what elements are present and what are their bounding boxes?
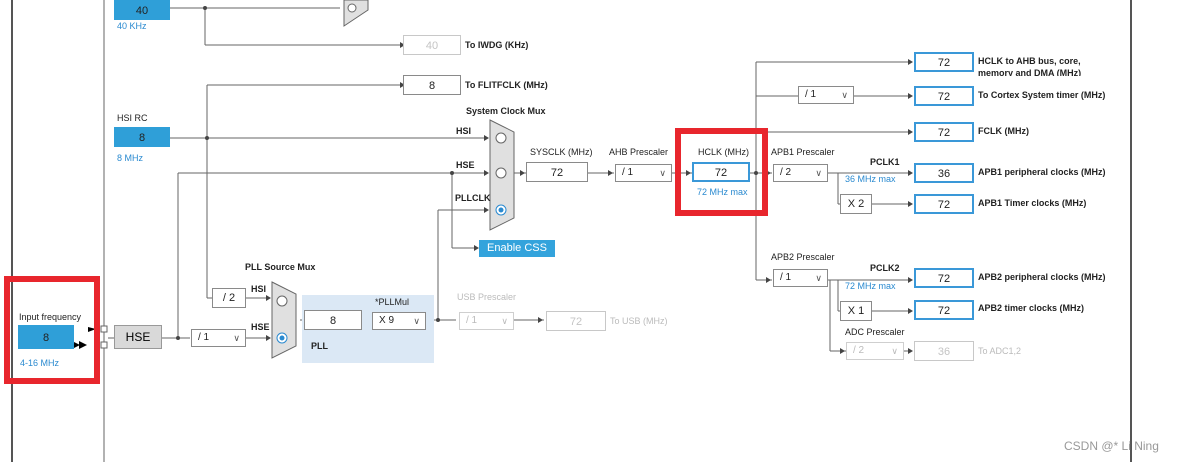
input-frequency-label: Input frequency — [19, 312, 82, 322]
pclk1-label: PCLK1 — [870, 157, 900, 167]
ahb-prescaler-label: AHB Prescaler — [609, 147, 669, 157]
pll-mul-value: X 9 — [379, 315, 395, 326]
pll-src-hsi-label: HSI — [251, 284, 267, 294]
hsi-rc-value-box[interactable]: 8 — [114, 127, 170, 147]
chevron-down-icon: ∨ — [841, 90, 848, 100]
chevron-down-icon: ∨ — [413, 316, 420, 326]
apb1-prescaler-value: / 2 — [780, 167, 792, 178]
hse-divider-value: / 1 — [198, 332, 210, 343]
lsi-value-box[interactable]: 40 — [114, 0, 170, 20]
apb1-prescaler-select[interactable]: / 2 ∨ — [773, 164, 828, 182]
pll-title: PLL — [311, 341, 328, 351]
cortex-divider-select[interactable]: / 1 ∨ — [798, 86, 854, 104]
adc-label: To ADC1,2 — [978, 346, 1022, 356]
sysmux-hse-label: HSE — [456, 160, 475, 170]
apb2-prescaler-value: / 1 — [780, 272, 792, 283]
hsi-divider: / 2 — [212, 288, 246, 308]
hse-block: HSE — [114, 325, 162, 349]
enable-css-button[interactable]: Enable CSS — [479, 240, 555, 257]
adc-value-box: 36 — [914, 341, 974, 361]
output-apb2-timer-label: APB2 timer clocks (MHz) — [978, 303, 1085, 313]
output-apb2-periph-box[interactable]: 72 — [914, 268, 974, 288]
output-cortex-label: To Cortex System timer (MHz) — [978, 90, 1106, 100]
apb1-timer-mult: X 2 — [840, 194, 872, 214]
output-fclk-label: FCLK (MHz) — [978, 126, 1029, 136]
hsi-rc-unit: 8 MHz — [117, 153, 144, 163]
watermark: CSDN @* Li Ning — [1064, 439, 1159, 453]
output-hclk-ahb-box[interactable]: 72 — [914, 52, 974, 72]
chevron-down-icon: ∨ — [233, 333, 240, 343]
output-apb2-periph-label: APB2 peripheral clocks (MHz) — [978, 272, 1106, 282]
output-fclk-box[interactable]: 72 — [914, 122, 974, 142]
sysmux-hsi-label: HSI — [456, 126, 472, 136]
ahb-prescaler-value: / 1 — [622, 167, 634, 178]
hsi-rc-title: HSI RC — [117, 113, 148, 123]
pclk2-label: PCLK2 — [870, 263, 900, 273]
hse-divider-select[interactable]: / 1 ∨ — [191, 329, 246, 347]
pll-mul-select[interactable]: X 9 ∨ — [372, 312, 426, 330]
usb-value-box: 72 — [546, 311, 606, 331]
usb-prescaler-label: USB Prescaler — [457, 292, 517, 302]
pll-src-hse-label: HSE — [251, 322, 270, 332]
pll-source-mux-title: PLL Source Mux — [245, 262, 316, 272]
input-highlight-frame — [4, 276, 100, 384]
output-apb1-periph-box[interactable]: 36 — [914, 163, 974, 183]
hclk-label: HCLK (MHz) — [698, 147, 749, 157]
hclk-max: 72 MHz max — [697, 187, 748, 197]
hclk-highlight-frame — [675, 128, 768, 216]
chevron-down-icon: ∨ — [891, 346, 898, 356]
pll-value-box: 8 — [304, 310, 362, 330]
input-frequency-box[interactable]: 8 — [18, 325, 74, 349]
apb2-prescaler-label: APB2 Prescaler — [771, 252, 835, 262]
input-frequency-range: 4-16 MHz — [20, 358, 60, 368]
sysmux-title: System Clock Mux — [466, 106, 546, 116]
adc-prescaler-label: ADC Prescaler — [845, 327, 905, 337]
flitf-label: To FLITFCLK (MHz) — [465, 80, 548, 90]
usb-label: To USB (MHz) — [610, 316, 668, 326]
output-apb2-timer-box[interactable]: 72 — [914, 300, 974, 320]
usb-prescaler-select: / 1 ∨ — [459, 312, 514, 330]
output-cortex-box[interactable]: 72 — [914, 86, 974, 106]
chevron-down-icon: ∨ — [815, 273, 822, 283]
sysclk-value-box: 72 — [526, 162, 588, 182]
sysclk-label: SYSCLK (MHz) — [530, 147, 593, 157]
chevron-down-icon: ∨ — [659, 168, 666, 178]
usb-prescaler-value: / 1 — [466, 315, 478, 326]
apb2-max: 72 MHz max — [845, 281, 896, 291]
iwdg-label: To IWDG (KHz) — [465, 40, 529, 50]
hclk-value-box[interactable]: 72 — [692, 162, 750, 182]
pll-mul-label: *PLLMul — [375, 297, 410, 307]
chevron-down-icon: ∨ — [815, 168, 822, 178]
flitf-value-box: 8 — [403, 75, 461, 95]
apb2-prescaler-select[interactable]: / 1 ∨ — [773, 269, 828, 287]
adc-prescaler-value: / 2 — [853, 345, 865, 356]
chevron-down-icon: ∨ — [501, 316, 508, 326]
sysmux-pll-label: PLLCLK — [455, 193, 491, 203]
apb1-max: 36 MHz max — [845, 174, 896, 184]
iwdg-value-box: 40 — [403, 35, 461, 55]
output-apb1-timer-label: APB1 Timer clocks (MHz) — [978, 198, 1087, 208]
output-hclk-ahb-label: HCLK to AHB bus, core, memory and DMA (M… — [978, 56, 1082, 76]
ahb-prescaler-select[interactable]: / 1 ∨ — [615, 164, 672, 182]
adc-prescaler-select: / 2 ∨ — [846, 342, 904, 360]
output-apb1-periph-label: APB1 peripheral clocks (MHz) — [978, 167, 1106, 177]
output-apb1-timer-box[interactable]: 72 — [914, 194, 974, 214]
cortex-divider-value: / 1 — [805, 89, 817, 100]
apb2-timer-mult: X 1 — [840, 301, 872, 321]
lsi-unit: 40 KHz — [117, 21, 147, 31]
apb1-prescaler-label: APB1 Prescaler — [771, 147, 835, 157]
